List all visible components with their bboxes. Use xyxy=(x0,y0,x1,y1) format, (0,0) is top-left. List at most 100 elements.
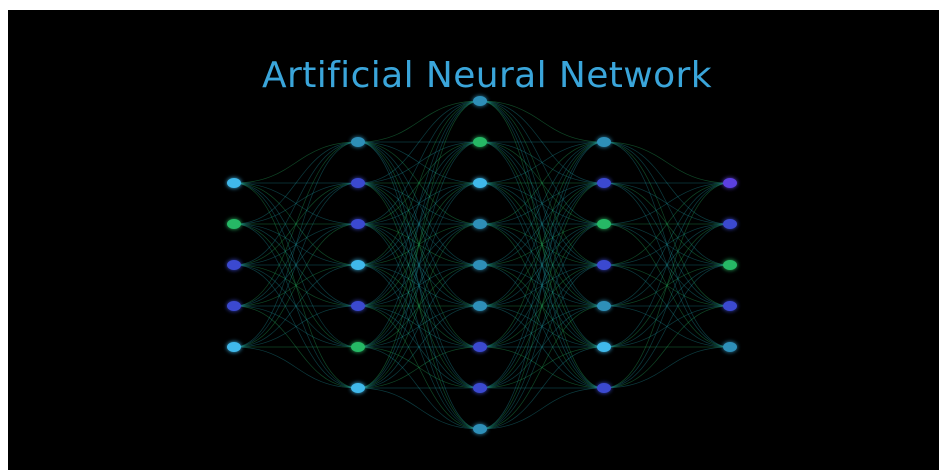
edge-l3n3-l4n1 xyxy=(479,141,605,184)
edge-l2n3-l3n1 xyxy=(357,100,481,225)
hidden-layer-1-node-5 xyxy=(351,301,365,311)
edge-l3n8-l4n4 xyxy=(479,264,605,389)
hidden-layer-1-node-2 xyxy=(351,178,365,188)
edge-l2n5-l3n1 xyxy=(357,100,481,307)
edge-l3n1-l4n6 xyxy=(479,100,605,348)
edge-l3n6-l4n3 xyxy=(479,223,605,307)
hidden-layer-3-node-1 xyxy=(597,137,611,147)
edge-l2n4-l3n9 xyxy=(357,264,481,430)
edge-l1n2-l2n2 xyxy=(233,182,359,225)
edge-l3n7-l4n7 xyxy=(479,346,605,389)
edge-l3n2-l4n4 xyxy=(479,141,605,266)
edge-l2n1-l3n1 xyxy=(357,100,481,143)
edge-l1n3-l2n2 xyxy=(233,182,359,266)
edge-l3n3-l4n7 xyxy=(479,182,605,389)
edge-l2n2-l3n1 xyxy=(357,100,481,184)
edge-l1n1-l2n5 xyxy=(233,182,359,307)
edge-l3n8-l4n5 xyxy=(479,305,605,389)
edge-l1n5-l2n4 xyxy=(233,264,359,348)
edge-l3n6-l4n7 xyxy=(479,305,605,389)
edge-l2n7-l3n7 xyxy=(357,346,481,389)
edge-l3n1-l4n5 xyxy=(479,100,605,307)
edge-l4n3-l5n5 xyxy=(603,223,731,348)
edge-l2n6-l3n1 xyxy=(357,100,481,348)
edge-l4n5-l5n2 xyxy=(603,223,731,307)
edge-l3n9-l4n2 xyxy=(479,182,605,430)
edge-l2n6-l3n5 xyxy=(357,264,481,348)
edge-l1n4-l2n1 xyxy=(233,141,359,307)
input-layer-node-5 xyxy=(227,342,241,352)
hidden-layer-2-node-8 xyxy=(473,383,487,393)
edge-l3n9-l4n1 xyxy=(479,141,605,430)
edge-l3n1-l4n7 xyxy=(479,100,605,389)
edge-l1n5-l2n2 xyxy=(233,182,359,348)
edge-l1n4-l2n3 xyxy=(233,223,359,307)
edge-l4n1-l5n1 xyxy=(603,141,731,184)
hidden-layer-3-node-5 xyxy=(597,301,611,311)
edge-l4n5-l5n1 xyxy=(603,182,731,307)
output-layer-node-2 xyxy=(723,219,737,229)
edge-l3n3-l4n5 xyxy=(479,182,605,307)
edge-l3n8-l4n3 xyxy=(479,223,605,389)
input-layer-node-4 xyxy=(227,301,241,311)
edge-l1n3-l2n6 xyxy=(233,264,359,348)
edge-l1n1-l2n1 xyxy=(233,141,359,184)
edge-l3n6-l4n4 xyxy=(479,264,605,307)
edge-l1n1-l2n6 xyxy=(233,182,359,348)
edge-l1n4-l2n4 xyxy=(233,264,359,307)
edge-l4n3-l5n3 xyxy=(603,223,731,266)
hidden-layer-2-node-2 xyxy=(473,137,487,147)
edge-l2n4-l3n6 xyxy=(357,264,481,307)
output-layer-node-4 xyxy=(723,301,737,311)
edge-l3n6-l4n1 xyxy=(479,141,605,307)
hidden-layer-1-node-4 xyxy=(351,260,365,270)
hidden-layer-2-node-9 xyxy=(473,424,487,434)
edge-l3n4-l4n6 xyxy=(479,223,605,348)
edge-l3n5-l4n5 xyxy=(479,264,605,307)
edge-l1n2-l2n1 xyxy=(233,141,359,225)
edge-l2n7-l3n1 xyxy=(357,100,481,389)
edge-l2n2-l3n9 xyxy=(357,182,481,430)
edge-l2n4-l3n1 xyxy=(357,100,481,266)
edge-l3n6-l4n6 xyxy=(479,305,605,348)
edge-l4n2-l5n3 xyxy=(603,182,731,266)
edge-l3n1-l4n4 xyxy=(479,100,605,266)
edge-l2n6-l3n9 xyxy=(357,346,481,430)
edge-l4n1-l5n5 xyxy=(603,141,731,348)
edge-l2n5-l3n8 xyxy=(357,305,481,389)
hidden-layer-2-node-1 xyxy=(473,96,487,106)
edge-l3n6-l4n2 xyxy=(479,182,605,307)
edge-l3n2-l4n6 xyxy=(479,141,605,348)
edge-l3n3-l4n3 xyxy=(479,182,605,225)
edge-l1n4-l2n6 xyxy=(233,305,359,348)
neural-network-graph xyxy=(227,96,737,434)
hidden-layer-1-node-6 xyxy=(351,342,365,352)
edge-l3n4-l4n5 xyxy=(479,223,605,307)
edge-l1n5-l2n3 xyxy=(233,223,359,348)
edge-l3n3-l4n6 xyxy=(479,182,605,348)
edge-l3n5-l4n2 xyxy=(479,182,605,266)
connection-edges xyxy=(233,100,731,430)
edge-l2n1-l3n8 xyxy=(357,141,481,389)
edge-l3n4-l4n4 xyxy=(479,223,605,266)
edge-l2n5-l3n4 xyxy=(357,223,481,307)
edge-l2n6-l3n2 xyxy=(357,141,481,348)
edge-l3n7-l4n1 xyxy=(479,141,605,348)
edge-l3n7-l4n4 xyxy=(479,264,605,348)
edge-l2n7-l3n2 xyxy=(357,141,481,389)
hidden-layer-2-node-6 xyxy=(473,301,487,311)
edge-l3n2-l4n7 xyxy=(479,141,605,389)
edge-l1n1-l2n7 xyxy=(233,182,359,389)
edge-l2n3-l3n7 xyxy=(357,223,481,348)
edge-l2n7-l3n4 xyxy=(357,223,481,389)
edge-l2n5-l3n5 xyxy=(357,264,481,307)
edge-l4n4-l5n1 xyxy=(603,182,731,266)
hidden-layer-1-node-1 xyxy=(351,137,365,147)
edge-l3n8-l4n6 xyxy=(479,346,605,389)
edge-l1n4-l2n2 xyxy=(233,182,359,307)
edge-l3n8-l4n1 xyxy=(479,141,605,389)
hidden-layer-3-node-2 xyxy=(597,178,611,188)
edge-l4n4-l5n2 xyxy=(603,223,731,266)
hidden-layer-2-node-3 xyxy=(473,178,487,188)
edge-l3n5-l4n6 xyxy=(479,264,605,348)
